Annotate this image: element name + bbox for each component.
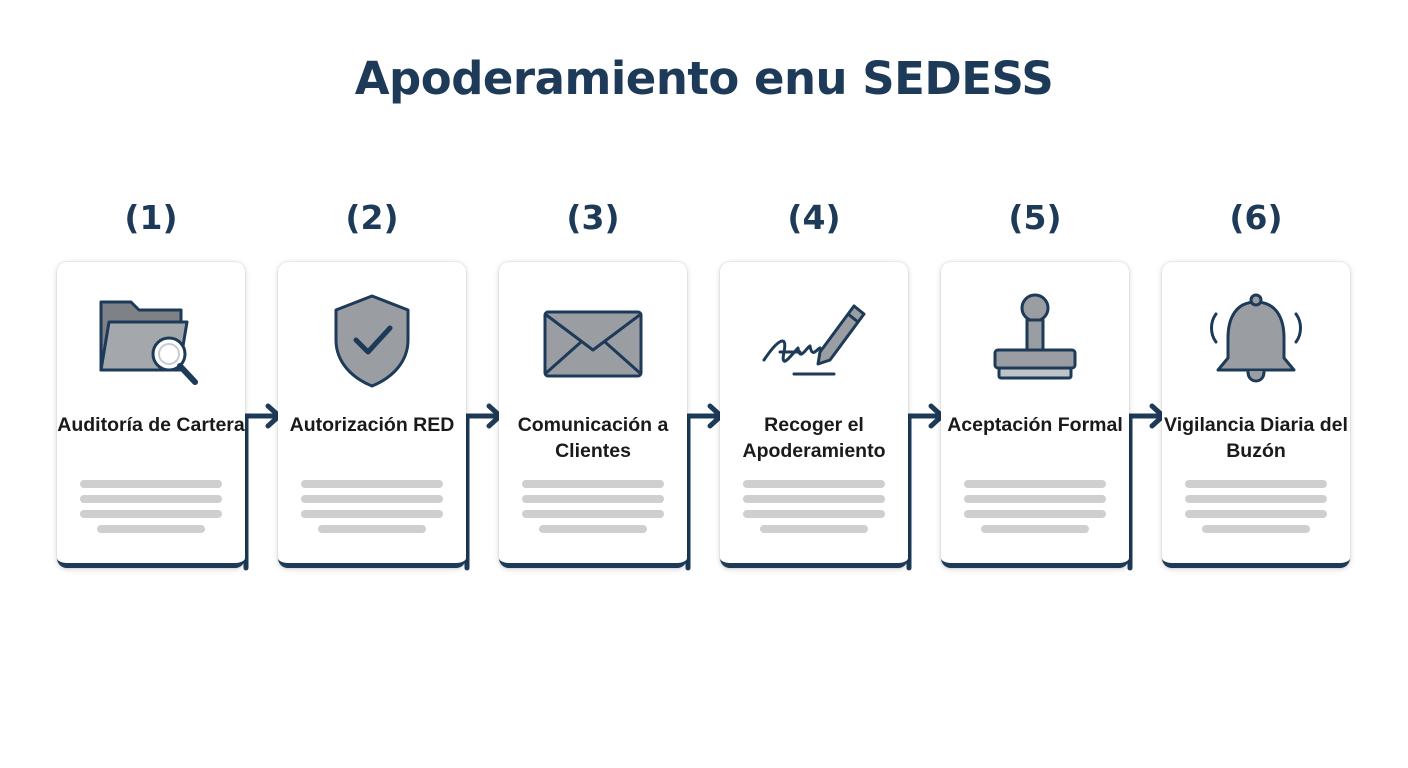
envelope-icon	[533, 292, 653, 392]
step-number-6: (6)	[1229, 198, 1283, 237]
step-number-3: (3)	[566, 198, 620, 237]
text-placeholder	[300, 480, 444, 540]
connector-arrows	[243, 403, 1166, 571]
text-placeholder	[521, 480, 665, 540]
text-placeholder	[1184, 480, 1328, 540]
diagram-title: Apoderamiento enu SEDESS	[354, 52, 1054, 105]
bell-icon	[1196, 292, 1316, 392]
step-card-6: Vigilancia Diaria del Buzón	[1162, 262, 1350, 568]
step-label-5: Aceptación Formal	[947, 414, 1123, 436]
step-number-2: (2)	[345, 198, 399, 237]
step-card-5: Aceptación Formal	[941, 262, 1129, 568]
signature-pen-icon	[754, 292, 874, 392]
step-label-1: Auditoría de Cartera	[57, 414, 245, 436]
arrow-3-4	[685, 413, 723, 571]
step-number-4: (4)	[787, 198, 841, 237]
arrow-4-5	[906, 413, 944, 571]
text-placeholder	[963, 480, 1107, 540]
step-label-2: Autorización RED	[289, 414, 455, 436]
text-placeholder	[79, 480, 223, 540]
shield-check-icon	[312, 292, 432, 392]
arrow-5-6	[1127, 413, 1165, 571]
stamp-icon	[975, 292, 1095, 392]
step-card-2: Autorización RED	[278, 262, 466, 568]
step-card-1: Auditoría de Cartera	[57, 262, 245, 568]
text-placeholder	[742, 480, 886, 540]
step-number-5: (5)	[1008, 198, 1062, 237]
step-label-4: Recoger el Apoderamiento	[742, 414, 886, 462]
step-label-3: Comunicación a Clientes	[517, 414, 669, 462]
step-card-3: Comunicación a Clientes	[499, 262, 687, 568]
arrow-2-3	[464, 413, 502, 571]
step-card-4: Recoger el Apoderamiento	[720, 262, 908, 568]
arrow-1-2	[243, 413, 281, 571]
step-number-1: (1)	[124, 198, 178, 237]
folder-search-icon	[91, 292, 211, 392]
step-label-6: Vigilancia Diaria del Buzón	[1164, 414, 1348, 462]
